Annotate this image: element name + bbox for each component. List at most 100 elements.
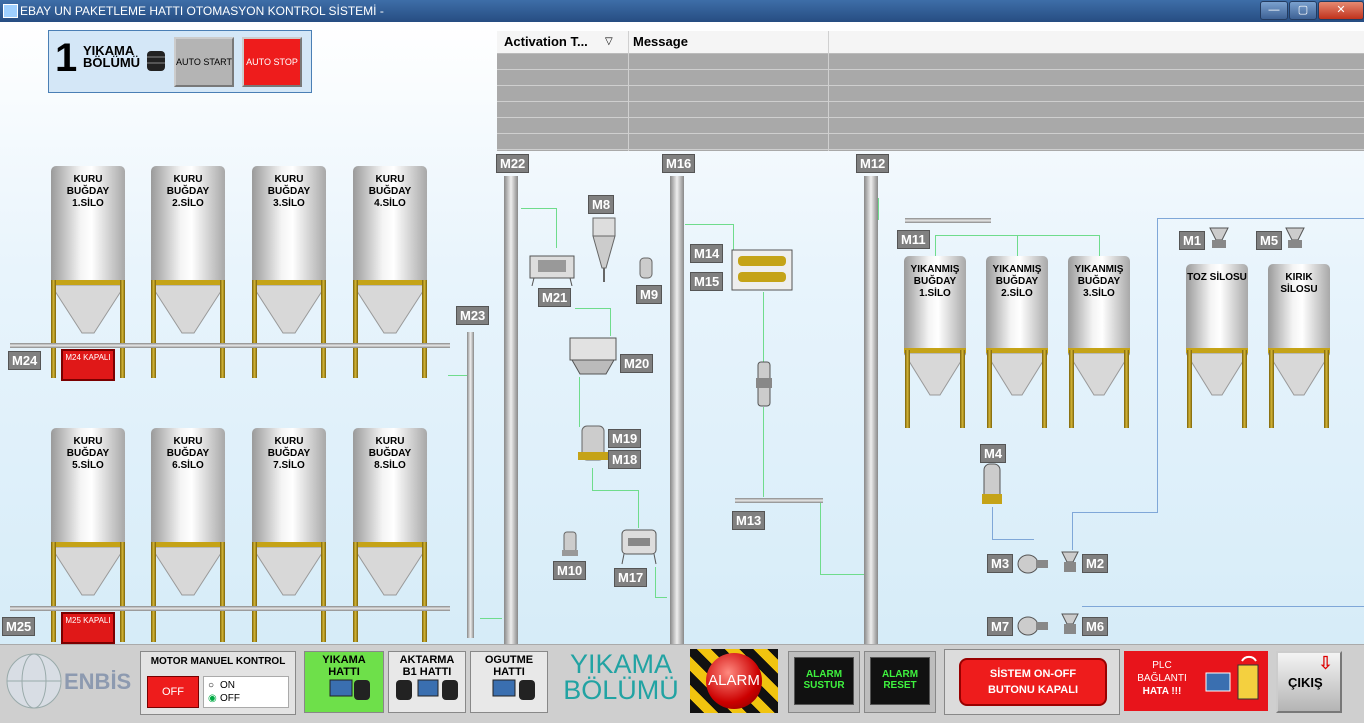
filter-m5-icon[interactable] (1284, 226, 1306, 252)
table-row[interactable] (497, 54, 1364, 70)
nav-grind-line-button[interactable]: OGUTME HATTI (470, 651, 548, 713)
motor-label-m24[interactable]: M24 (8, 351, 42, 370)
motor-manual-panel: MOTOR MANUEL KONTROL OFF ○ ON ◉ OFF (140, 651, 296, 715)
table-row[interactable] (497, 86, 1364, 102)
column-divider (828, 31, 829, 151)
silo-leg (422, 280, 427, 378)
separator-m21-icon[interactable] (528, 248, 576, 286)
section-name-line1: YIKAMA (83, 43, 135, 58)
radio-off-icon[interactable]: ◉ (208, 693, 217, 704)
conveyor-m25[interactable] (10, 606, 450, 611)
motor-label-m25[interactable]: M25 (2, 617, 36, 636)
silo-leg (321, 542, 326, 642)
exit-label: ÇIKIŞ (1288, 675, 1323, 690)
motor-label-m21[interactable]: M21 (538, 288, 572, 307)
alarm-mute-button[interactable]: ALARM SUSTUR (794, 657, 854, 705)
silo-leg (905, 350, 910, 428)
scourer-m20-icon[interactable] (568, 334, 618, 376)
table-row[interactable] (497, 134, 1364, 150)
flow-line (1099, 235, 1100, 259)
silo-leg (1069, 350, 1074, 428)
column-activation-time[interactable]: Activation T... (504, 34, 588, 49)
flow-line (992, 539, 1034, 540)
motor-label-m7[interactable]: M7 (987, 617, 1014, 636)
nav-label: YIKAMA (322, 654, 366, 666)
table-row[interactable] (497, 70, 1364, 86)
motor-label-m9[interactable]: M9 (636, 285, 663, 304)
motor-label-m11[interactable]: M11 (897, 230, 930, 249)
m25-status-button[interactable]: M25 KAPALI (61, 612, 115, 644)
auto-start-button[interactable]: AUTO START (174, 37, 234, 87)
minimize-button[interactable]: — (1260, 1, 1288, 20)
sort-icon[interactable]: ▽ (605, 36, 613, 47)
table-row[interactable] (497, 102, 1364, 118)
motor-label-m15[interactable]: M15 (690, 272, 724, 291)
motor-label-m2[interactable]: M2 (1082, 554, 1109, 573)
filter-m1-icon[interactable] (1208, 226, 1230, 252)
magnet-icon[interactable] (752, 360, 776, 412)
plc-line1: PLC (1152, 660, 1172, 671)
motor-label-m8[interactable]: M8 (588, 195, 615, 214)
computer-drum-icon (492, 679, 535, 700)
motor-label-m23[interactable]: M23 (456, 306, 490, 325)
blower-m7-icon[interactable] (1016, 612, 1050, 638)
motor-label-m6[interactable]: M6 (1082, 617, 1109, 636)
motor-label-m1[interactable]: M1 (1179, 231, 1206, 250)
alarm-reset-panel: ALARM RESET (864, 651, 936, 713)
motor-label-m5[interactable]: M5 (1256, 231, 1283, 250)
alarm-reset-button[interactable]: ALARM RESET (870, 657, 930, 705)
m24-status-button[interactable]: M24 KAPALI (61, 349, 115, 381)
fan-m9-icon[interactable] (638, 254, 654, 282)
column-message[interactable]: Message (633, 34, 688, 49)
motor-label-m13[interactable]: M13 (732, 511, 766, 530)
alarm-table[interactable]: Activation T... ▽ Message (497, 31, 1364, 151)
nav-wash-line-button[interactable]: YIKAMA HATTI (304, 651, 384, 713)
exit-button[interactable]: ⇩ ÇIKIŞ (1276, 651, 1342, 713)
washer-m17-icon[interactable] (618, 524, 660, 566)
motor-label-m17[interactable]: M17 (614, 568, 648, 587)
motor-label-m22[interactable]: M22 (496, 154, 530, 173)
conveyor-m11[interactable] (905, 218, 991, 223)
alarm-beacon-label: ALARM (706, 653, 762, 709)
pump-m10-icon[interactable] (560, 530, 580, 558)
dryer-m14-m15-icon[interactable] (730, 248, 794, 292)
blower-m3-icon[interactable] (1016, 550, 1050, 576)
conveyor-m13[interactable] (735, 498, 823, 503)
cyclone-m8-icon[interactable] (590, 216, 618, 284)
motor-label-m12[interactable]: M12 (856, 154, 890, 173)
motor-label-m20[interactable]: M20 (620, 354, 654, 373)
motor-label-m3[interactable]: M3 (987, 554, 1014, 573)
plc-connection-error-panel: PLC BAĞLANTI HATA !!! (1124, 651, 1268, 711)
silo-leg (120, 280, 125, 378)
silo-label: TOZ SİLOSU (1187, 272, 1247, 283)
conveyor-m24[interactable] (10, 343, 450, 348)
motor-label-m19[interactable]: M19 (608, 429, 642, 448)
elevator-m12[interactable] (864, 176, 878, 644)
section-number: 1 (55, 36, 78, 80)
motor-label-m18[interactable]: M18 (608, 450, 642, 469)
elevator-m22[interactable] (504, 176, 518, 644)
flow-line (878, 198, 879, 220)
elevator-m23[interactable] (467, 332, 474, 638)
airlock-m6-icon[interactable] (1060, 612, 1080, 638)
section-title: YIKAMA BÖLÜMÜ (556, 651, 686, 713)
motor-label-m10[interactable]: M10 (553, 561, 587, 580)
nav-transfer-line-button[interactable]: AKTARMA B1 HATTI (388, 651, 466, 713)
motor-label-m4[interactable]: M4 (980, 444, 1007, 463)
damper-m19-icon[interactable] (576, 422, 608, 468)
system-on-off-button[interactable]: SİSTEM ON-OFF BUTONU KAPALI (959, 658, 1107, 706)
table-row[interactable] (497, 118, 1364, 134)
close-button[interactable]: ✕ (1318, 1, 1364, 20)
auto-stop-button[interactable]: AUTO STOP (242, 37, 302, 87)
motor-label-m14[interactable]: M14 (690, 244, 724, 263)
airlock-m2-icon[interactable] (1060, 550, 1080, 576)
motor-label-m16[interactable]: M16 (662, 154, 696, 173)
alarm-beacon[interactable]: ALARM (690, 649, 778, 713)
manual-panel-title: MOTOR MANUEL KONTROL (150, 656, 286, 667)
radio-on-icon[interactable]: ○ (208, 680, 215, 691)
fan-m4-icon[interactable] (980, 462, 1004, 508)
elevator-m16[interactable] (670, 176, 684, 644)
manual-off-button[interactable]: OFF (147, 676, 199, 708)
maximize-button[interactable]: ▢ (1289, 1, 1317, 20)
silo-label: KURU BUĞDAY 7.SİLO (267, 436, 311, 471)
